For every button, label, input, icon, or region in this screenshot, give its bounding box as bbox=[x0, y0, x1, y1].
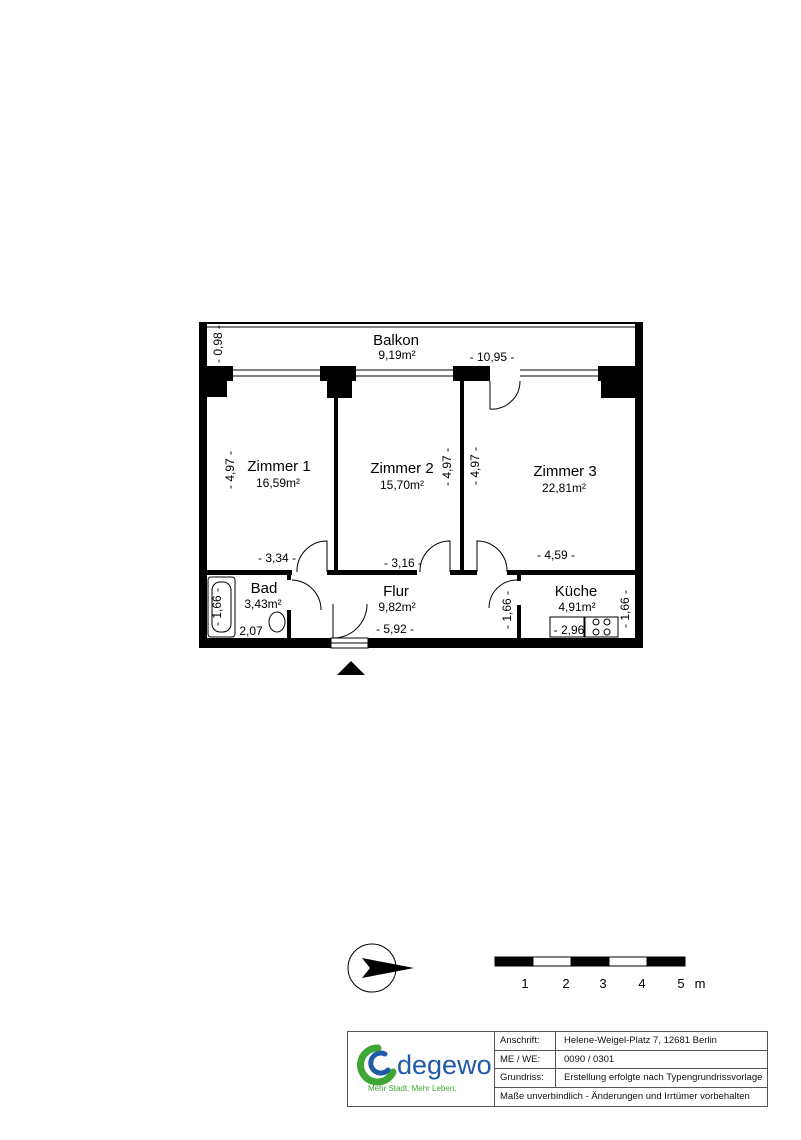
room-area-balkon: 9,19m² bbox=[378, 348, 415, 362]
room-area-flur: 9,82m² bbox=[378, 600, 415, 614]
room-name-kueche: Küche bbox=[555, 583, 598, 600]
scale-tick-3: 3 bbox=[599, 976, 606, 991]
entrance-arrow-icon bbox=[337, 661, 365, 675]
dim-zimmer-1-width: - 3,34 - bbox=[258, 551, 296, 565]
dim-zimmer-2-depth: - 4,97 - bbox=[440, 448, 454, 486]
dim-bad-width: 2,07 bbox=[239, 624, 263, 638]
walls bbox=[199, 366, 643, 648]
bathtub-icon bbox=[207, 576, 236, 638]
dim-zimmer-2-width: - 3,16 - bbox=[384, 556, 422, 570]
room-name-zimmer-2: Zimmer 2 bbox=[370, 460, 433, 477]
fixtures bbox=[207, 576, 619, 638]
dim-zimmer-3-depth: - 4,97 - bbox=[468, 447, 482, 485]
toilet-icon bbox=[268, 611, 286, 633]
room-name-zimmer-1: Zimmer 1 bbox=[247, 458, 310, 475]
room-name-balkon: Balkon bbox=[373, 332, 419, 349]
north-arrow-icon bbox=[347, 943, 414, 993]
room-area-zimmer-3: 22,81m² bbox=[542, 481, 586, 495]
title-block: degewo Mehr Stadt. Mehr Leben. Anschrift… bbox=[347, 1031, 768, 1107]
scale-tick-2: 2 bbox=[562, 976, 569, 991]
scale-tick-5: 5 bbox=[677, 976, 684, 991]
disclaimer-row: Maße unverbindlich - Änderungen und Irrt… bbox=[494, 1088, 767, 1107]
address-value: Helene-Weigel-Platz 7, 12681 Berlin bbox=[564, 1035, 717, 1047]
scale-tick-4: 4 bbox=[638, 976, 645, 991]
scale-tick-1: 1 bbox=[521, 976, 528, 991]
plan-label: Grundriss: bbox=[494, 1069, 556, 1087]
room-name-flur: Flur bbox=[383, 583, 409, 600]
address-label: Anschrift: bbox=[494, 1032, 556, 1050]
room-area-bad: 3,43m² bbox=[244, 597, 281, 611]
room-name-bad: Bad bbox=[251, 580, 278, 597]
dim-balkon-width: - 10,95 - bbox=[470, 350, 515, 364]
dim-balkon-depth: - 0,98 - bbox=[211, 325, 225, 363]
windows bbox=[233, 369, 598, 377]
logo-slogan: Mehr Stadt. Mehr Leben. bbox=[368, 1084, 457, 1093]
dim-zimmer-1-depth: - 4,97 - bbox=[223, 451, 237, 489]
sink-icon bbox=[549, 616, 585, 638]
room-area-kueche: 4,91m² bbox=[558, 600, 595, 614]
dim-zimmer-3-width: - 4,59 - bbox=[537, 548, 575, 562]
room-area-zimmer-1: 16,59m² bbox=[256, 476, 300, 490]
doors[interactable] bbox=[291, 380, 521, 649]
address-row: Anschrift: Helene-Weigel-Platz 7, 12681 … bbox=[494, 1032, 767, 1051]
scale-bar bbox=[494, 956, 686, 967]
plan-value: Erstellung erfolgte nach Typengrundrissv… bbox=[564, 1072, 763, 1084]
logo-wordmark: degewo bbox=[397, 1050, 492, 1080]
plan-row: Grundriss: Erstellung erfolgte nach Type… bbox=[494, 1069, 767, 1088]
balcony bbox=[199, 322, 643, 382]
disclaimer: Maße unverbindlich - Änderungen und Irrt… bbox=[500, 1091, 750, 1103]
stove-icon bbox=[584, 616, 619, 638]
dim-flur-width: - 5,92 - bbox=[376, 622, 414, 636]
dim-kueche-depth-right: - 1,66 - bbox=[618, 590, 632, 628]
unit-label: ME / WE: bbox=[494, 1050, 556, 1068]
room-area-zimmer-2: 15,70m² bbox=[380, 478, 424, 492]
unit-value: 0090 / 0301 bbox=[564, 1053, 615, 1065]
dim-bad-depth: - 1,66 - bbox=[210, 588, 224, 626]
dim-kueche-depth-left: - 1,66 - bbox=[500, 591, 514, 629]
dim-kueche-width: - 2,96 bbox=[554, 623, 585, 637]
unit-row: ME / WE: 0090 / 0301 bbox=[494, 1050, 767, 1069]
degewo-logo: degewo Mehr Stadt. Mehr Leben. bbox=[348, 1032, 495, 1106]
room-name-zimmer-3: Zimmer 3 bbox=[533, 463, 596, 480]
scale-unit: m bbox=[695, 976, 706, 991]
